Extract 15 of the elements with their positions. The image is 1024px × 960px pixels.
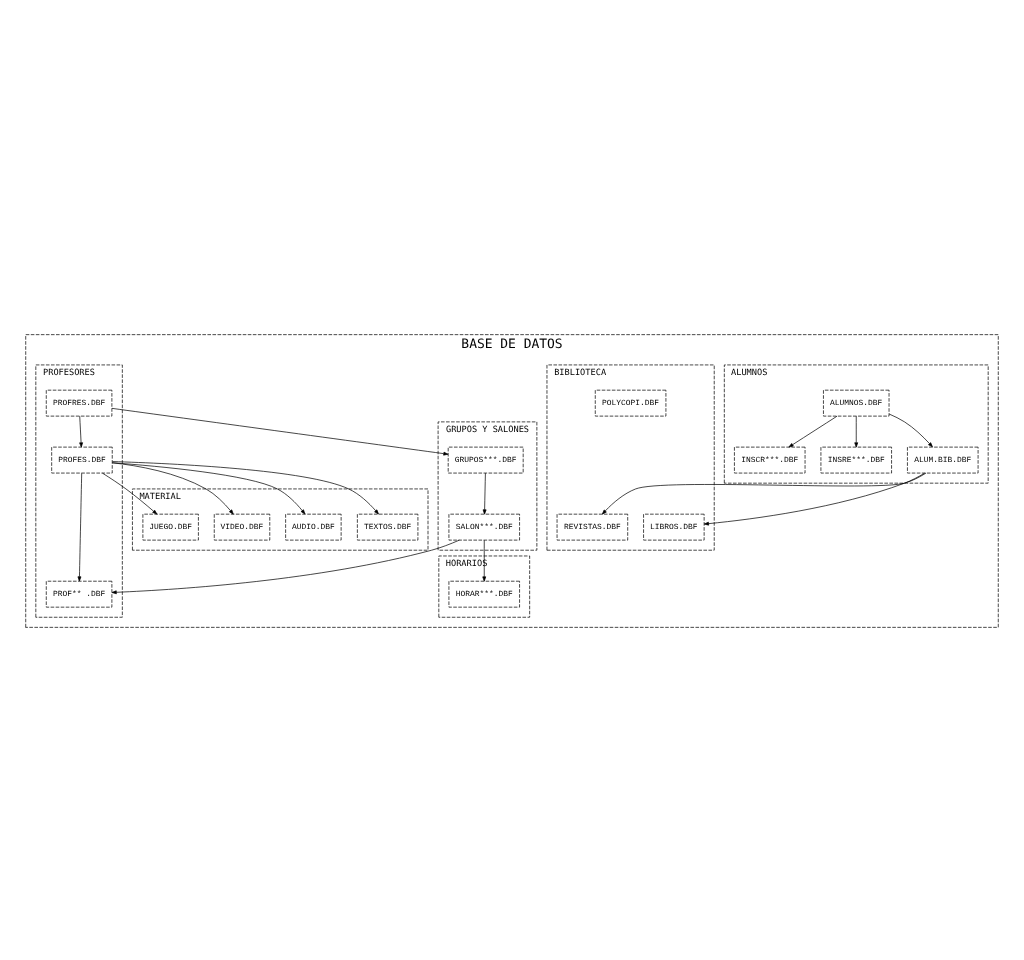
arrow bbox=[111, 461, 234, 514]
arrow bbox=[112, 460, 379, 514]
arrow bbox=[601, 471, 927, 514]
arrow bbox=[102, 471, 158, 514]
arrow bbox=[111, 407, 449, 455]
arrow bbox=[111, 538, 460, 594]
arrow bbox=[854, 414, 859, 447]
arrow bbox=[112, 461, 306, 514]
arrow bbox=[888, 412, 933, 447]
arrow bbox=[482, 538, 487, 581]
arrow bbox=[482, 471, 487, 514]
arrow bbox=[703, 471, 925, 525]
arrow bbox=[79, 414, 83, 447]
arrow bbox=[788, 414, 838, 447]
arrow bbox=[77, 471, 83, 581]
